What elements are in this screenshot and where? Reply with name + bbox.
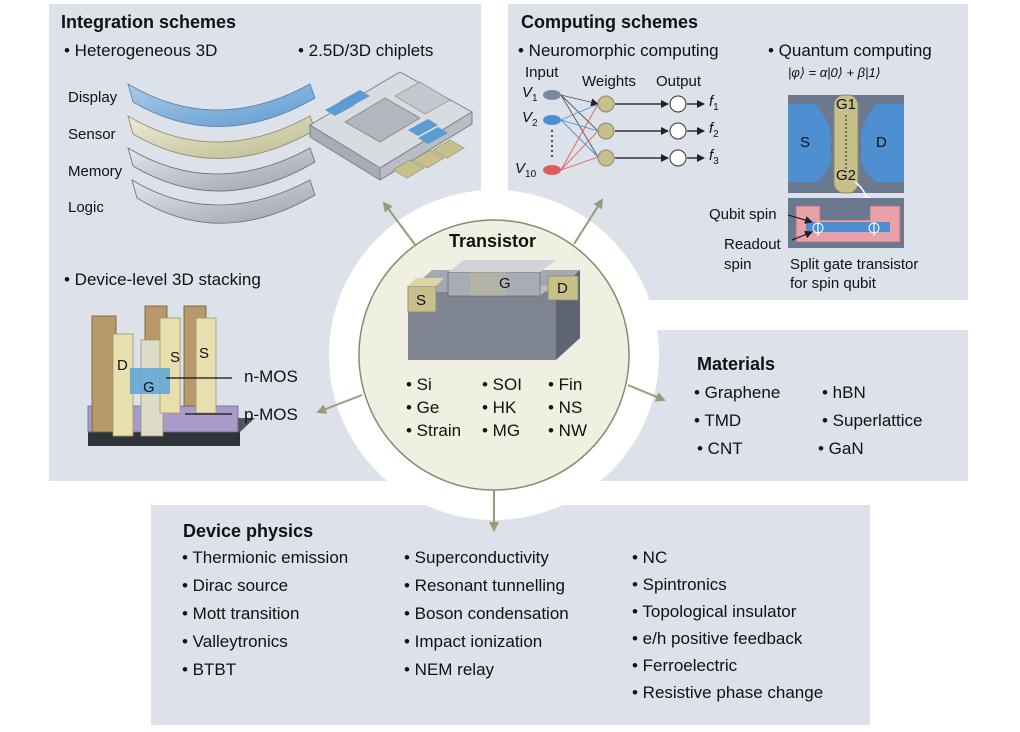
transistor-item-mg: • MG: [482, 421, 521, 440]
layer-display: Display: [68, 89, 118, 106]
quantum-label: • Quantum computing: [768, 41, 932, 60]
transistor-item-hk: • HK: [482, 398, 517, 417]
device-physics-panel: [151, 505, 870, 725]
layer-memory: Memory: [68, 163, 123, 180]
stack-g-label: G: [143, 379, 155, 396]
f2-label: f2: [709, 120, 719, 140]
physics-col3-1: • Spintronics: [632, 575, 727, 594]
physics-col3-2: • Topological insulator: [632, 602, 797, 621]
transistor-item-si: • Si: [406, 375, 432, 394]
physics-col3-0: • NC: [632, 548, 668, 567]
material-gan: • GaN: [818, 439, 864, 458]
transistor-g-label: G: [499, 275, 511, 292]
arrow-integration: [382, 201, 417, 247]
physics-col2-2: • Boson condensation: [404, 604, 569, 623]
heterogeneous-label: • Heterogeneous 3D: [64, 41, 218, 60]
transistor-title: Transistor: [449, 231, 537, 251]
input-label: Input: [525, 64, 559, 81]
transistor-item-nw: • NW: [548, 421, 587, 440]
hetero-3d-stack: [127, 83, 316, 224]
physics-col2-1: • Resonant tunnelling: [404, 576, 565, 595]
transistor-s-label: S: [416, 292, 427, 309]
neuromorphic-label: • Neuromorphic computing: [518, 41, 719, 60]
stack-d-label: D: [117, 357, 128, 374]
stack-s1-label: S: [170, 349, 181, 366]
layer-sensor: Sensor: [68, 126, 116, 143]
transistor-3d: [407, 260, 580, 360]
split-gate-label-2: for spin qubit: [790, 275, 876, 292]
chiplet-board: [309, 71, 473, 181]
q-g1-label: G1: [836, 96, 857, 113]
physics-col1-4: • BTBT: [182, 660, 237, 679]
layer-logic: Logic: [68, 199, 104, 216]
nmos-label: n-MOS: [244, 367, 298, 386]
transistor-item-ge: • Ge: [406, 398, 440, 417]
material-superlattice: • Superlattice: [822, 411, 923, 430]
v2-label: V2: [522, 109, 538, 129]
f1-label: f1: [709, 93, 719, 113]
device-level-label: • Device-level 3D stacking: [64, 270, 261, 289]
material-graphene: • Graphene: [694, 383, 781, 402]
quantum-device: [787, 94, 904, 248]
computing-title: Computing schemes: [521, 12, 699, 32]
material-cnt: • CNT: [697, 439, 743, 458]
transistor-item-strain: • Strain: [406, 421, 462, 440]
physics-col1-1: • Dirac source: [182, 576, 289, 595]
transistor-item-ns: • NS: [548, 398, 583, 417]
transistor-d-label: D: [557, 280, 568, 297]
v1-label: V1: [522, 84, 538, 104]
weights-label: Weights: [582, 73, 636, 90]
split-gate-label-1: Split gate transistor: [790, 256, 919, 273]
physics-col3-5: • Resistive phase change: [632, 683, 824, 702]
physics-col1-0: • Thermionic emission: [182, 548, 349, 567]
f3-label: f3: [709, 147, 719, 167]
neuromorphic-network: [543, 90, 705, 175]
stack-s2-label: S: [199, 345, 210, 362]
q-d-label: D: [876, 134, 887, 151]
readout-label: Readout: [724, 236, 781, 253]
quantum-state: |φ⟩ = α|0⟩ + β|1⟩: [788, 65, 881, 80]
materials-panel: [600, 330, 968, 481]
arrow-computing: [573, 198, 604, 245]
pmos-label: p-MOS: [244, 405, 298, 424]
arrow-stacking: [316, 394, 363, 414]
material-hbn: • hBN: [822, 383, 866, 402]
physics-col1-3: • Valleytronics: [182, 632, 288, 651]
material-tmd: • TMD: [694, 411, 742, 430]
physics-col3-3: • e/h positive feedback: [632, 629, 803, 648]
q-g2-label: G2: [836, 167, 857, 184]
physics-col2-4: • NEM relay: [404, 660, 495, 679]
physics-col3-4: • Ferroelectric: [632, 656, 738, 675]
v10-label: V10: [515, 160, 537, 180]
stacking-device: [87, 305, 255, 446]
qubit-spin-label: Qubit spin: [709, 206, 777, 223]
integration-title: Integration schemes: [61, 12, 237, 32]
materials-title: Materials: [697, 354, 776, 374]
transistor-item-fin: • Fin: [548, 375, 583, 394]
q-s-label: S: [800, 134, 811, 151]
chiplets-label: • 2.5D/3D chiplets: [298, 41, 434, 60]
physics-title: Device physics: [183, 521, 314, 541]
output-label: Output: [656, 73, 702, 90]
physics-col2-3: • Impact ionization: [404, 632, 543, 651]
arrow-materials: [627, 384, 666, 402]
physics-col2-0: • Superconductivity: [404, 548, 549, 567]
transistor-item-soi: • SOI: [482, 375, 522, 394]
physics-col1-2: • Mott transition: [182, 604, 300, 623]
spin-label: spin: [724, 256, 752, 273]
